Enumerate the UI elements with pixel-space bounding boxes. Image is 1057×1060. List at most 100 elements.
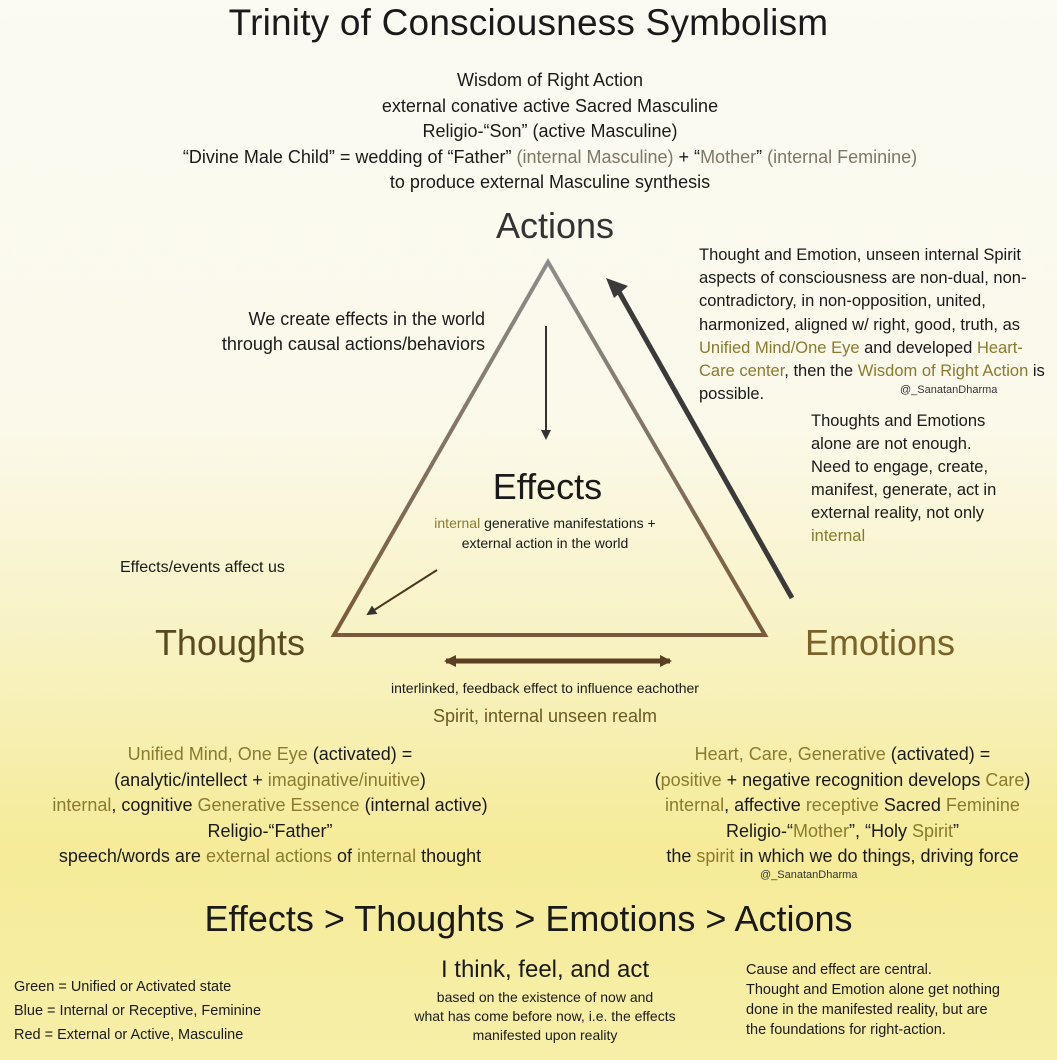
td-3a: internal <box>52 795 112 815</box>
td-5b: external actions <box>205 846 333 866</box>
td-5e: thought <box>416 846 482 866</box>
actions-line-4-e: ” <box>756 146 768 167</box>
node-thoughts-label: Thoughts <box>154 622 306 663</box>
causal-note-line-2: through causal actions/behaviors <box>221 334 485 354</box>
arrow-emotions-to-actions-head <box>606 278 628 298</box>
node-effects-label: Effects <box>492 466 603 507</box>
effects-desc-line-1-rest: generative manifestations + <box>480 515 656 531</box>
spirit-note-wisdom: Wisdom of Right Action <box>857 362 1029 381</box>
not-enough-line-3: Need to engage, create, <box>811 458 989 476</box>
effects-affect-us-note: Effects/events affect us <box>120 559 285 576</box>
causal-note-line-1: We create effects in the world <box>248 309 485 329</box>
spirit-note-unified-mind: Unified Mind/One Eye <box>699 338 860 357</box>
td-2a: (analytic/intellect + <box>114 769 268 790</box>
not-enough-line-5: external reality, not only <box>811 504 985 522</box>
legend-red: Red = External or Active, Masculine <box>14 1027 244 1043</box>
thoughts-desc-line-4: Religio-“Father” <box>207 820 333 841</box>
actions-line-4: “Divine Male Child” = wedding of “Father… <box>100 145 1000 171</box>
ed-4c: ”, “Holy <box>849 820 913 841</box>
ed-1a: Heart, Care, Generative <box>694 744 886 764</box>
td-5a: speech/words are <box>58 846 206 866</box>
cause-line-1: Cause and effect are central. <box>746 962 932 978</box>
not-enough-line-4: manifest, generate, act in <box>811 481 997 499</box>
causal-actions-note: We create effects in the world through c… <box>120 307 485 357</box>
ed-2a: ( <box>654 769 661 790</box>
actions-line-4-d: Mother <box>700 146 757 167</box>
emotions-desc-line-4: Religio-“Mother”, “Holy Spirit” <box>610 819 1057 845</box>
think-line-1: based on the existence of now and <box>436 989 654 1005</box>
ed-2d: Care <box>985 769 1025 790</box>
td-3b: , cognitive <box>111 795 198 815</box>
actions-description: Wisdom of Right Action external conative… <box>100 68 1000 196</box>
td-5c: of <box>332 846 358 866</box>
cause-effect-note: Cause and effect are central. Thought an… <box>746 960 1051 1040</box>
td-2c: ) <box>419 769 426 790</box>
thoughts-desc-line-5: speech/words are external actions of int… <box>10 844 530 870</box>
ed-2c: + negative recognition develops <box>721 769 986 790</box>
ed-5a: the <box>666 846 697 866</box>
ed-3b: , affective <box>724 795 806 815</box>
arrow-emotions-to-actions <box>611 281 795 600</box>
not-enough-line-6: internal <box>811 527 866 545</box>
ed-2b: positive <box>660 769 722 790</box>
node-emotions-label: Emotions <box>804 622 956 663</box>
cause-line-3: done in the manifested reality, but are <box>746 1002 988 1018</box>
effects-desc-line-2: external action in the world <box>461 535 629 551</box>
actions-line-4-f: (internal Feminine) <box>767 146 918 167</box>
ed-5c: in which we do things, driving force <box>734 846 1019 866</box>
page-title: Trinity of Consciousness Symbolism <box>228 2 829 43</box>
consciousness-triangle <box>330 258 769 637</box>
emotions-description: Heart, Care, Generative (activated) = (p… <box>610 742 1057 870</box>
effects-desc-internal: internal <box>434 515 481 531</box>
ed-4b: Mother <box>792 820 850 841</box>
spirit-note-text-3: , then the <box>784 362 858 381</box>
td-3c: Generative Essence <box>197 795 360 815</box>
not-enough-note: Thoughts and Emotions alone are not enou… <box>811 410 1051 548</box>
actions-line-1: Wisdom of Right Action <box>456 70 644 90</box>
think-feel-act-title: I think, feel, and act <box>440 956 650 983</box>
emotions-desc-line-3: internal, affective receptive Sacred Fem… <box>610 793 1057 819</box>
spirit-note-text-1: Thought and Emotion, unseen internal Spi… <box>699 246 1027 334</box>
ed-2e: ) <box>1024 769 1031 790</box>
spirit-realm-caption: Spirit, internal unseen realm <box>432 706 658 726</box>
think-feel-act-description: based on the existence of now and what h… <box>380 988 710 1045</box>
td-3d: (internal active) <box>359 795 488 815</box>
ed-4e: ” <box>953 820 960 841</box>
ed-1b: (activated) = <box>885 744 991 764</box>
thoughts-description: Unified Mind, One Eye (activated) = (ana… <box>10 742 530 870</box>
emotions-desc-line-2: (positive + negative recognition develop… <box>610 768 1057 794</box>
effects-description: internal generative manifestations + ext… <box>400 513 690 553</box>
think-line-3: manifested upon reality <box>472 1027 618 1043</box>
spirit-note-text-2: and developed <box>859 338 977 357</box>
color-legend: Green = Unified or Activated state Blue … <box>14 975 261 1047</box>
td-1b: (activated) = <box>307 744 413 764</box>
ed-4a: Religio-“ <box>725 820 793 841</box>
actions-line-4-c: + “ <box>673 146 701 167</box>
not-enough-line-1: Thoughts and Emotions <box>811 412 986 430</box>
ed-3e: Feminine <box>945 795 1020 815</box>
interlink-caption: interlinked, feedback effect to influenc… <box>391 680 699 696</box>
credit-watermark-2: @_SanatanDharma <box>760 869 858 881</box>
ed-3a: internal <box>665 795 725 815</box>
sequence-heading: Effects > Thoughts > Emotions > Actions <box>204 898 853 939</box>
thoughts-desc-line-1: Unified Mind, One Eye (activated) = <box>10 742 530 768</box>
cause-line-4: the foundations for right-action. <box>746 1022 946 1038</box>
td-5d: internal <box>357 846 417 866</box>
ed-4d: Spirit <box>912 820 954 841</box>
ed-5b: spirit <box>696 846 735 866</box>
ed-3c: receptive <box>805 795 879 815</box>
thoughts-desc-line-2: (analytic/intellect + imaginative/inuiti… <box>10 768 530 794</box>
arrow-effects-to-thoughts <box>366 569 438 616</box>
cause-line-2: Thought and Emotion alone get nothing <box>746 982 1000 998</box>
think-line-2: what has come before now, i.e. the effec… <box>414 1008 676 1024</box>
td-2b: imaginative/inuitive <box>267 769 420 790</box>
actions-line-2: external conative active Sacred Masculin… <box>381 95 719 116</box>
actions-line-5: to produce external Masculine synthesis <box>389 172 711 192</box>
spirit-aspects-note: Thought and Emotion, unseen internal Spi… <box>699 244 1057 406</box>
emotions-desc-line-5: the spirit in which we do things, drivin… <box>610 844 1057 870</box>
node-actions-label: Actions <box>495 205 615 246</box>
not-enough-line-2: alone are not enough. <box>811 435 972 453</box>
spirit-note-text-4: is possible. <box>699 362 1045 404</box>
td-1a: Unified Mind, One Eye <box>127 744 308 764</box>
actions-line-3: Religio-“Son” (active Masculine) <box>422 121 678 141</box>
